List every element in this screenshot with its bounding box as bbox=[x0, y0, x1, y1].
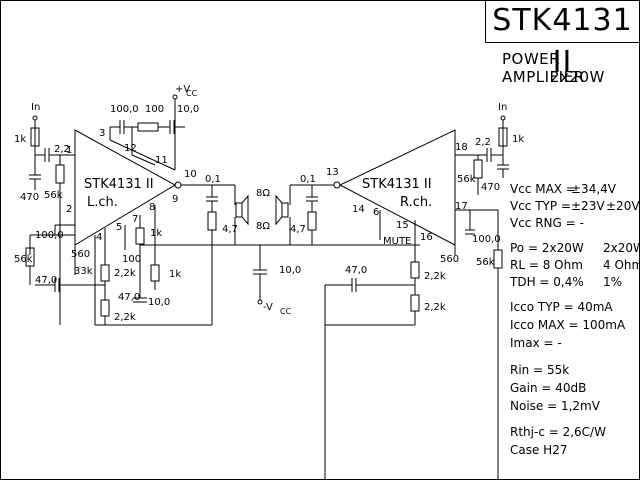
spec-tdh: TDH = 0,4% bbox=[510, 275, 584, 289]
left-47-cap2-label: 47,0 bbox=[118, 292, 140, 303]
left-100-label: 100 bbox=[122, 254, 141, 265]
spec-rl-alt: 4 Ohm bbox=[603, 258, 640, 272]
right-input-terminal bbox=[500, 115, 506, 121]
spec-rthj: Rthj-c = 2,6C/W bbox=[510, 425, 606, 439]
spec-vcc-max-label: Vcc MAX = bbox=[510, 182, 576, 196]
right-input-cap-label: 2,2 bbox=[475, 137, 491, 148]
pin-6: 6 bbox=[373, 207, 379, 218]
pin-2: 2 bbox=[66, 204, 72, 215]
pin-8: 8 bbox=[149, 202, 155, 213]
right-chip-name: STK4131 II bbox=[362, 177, 432, 192]
pin-3: 3 bbox=[99, 128, 105, 139]
pin-13: 13 bbox=[326, 167, 339, 178]
spec-icco-typ: Icco TYP = 40mA bbox=[510, 300, 613, 314]
left-input-resistor-label: 1k bbox=[14, 134, 26, 145]
spec-po-alt: 2x20W bbox=[603, 241, 640, 255]
pin-5: 5 bbox=[116, 222, 122, 233]
left-filter-cap-label: 470 bbox=[20, 192, 39, 203]
left-speaker-icon bbox=[235, 202, 243, 218]
spec-vcc-rng: Vcc RNG = - bbox=[510, 216, 584, 230]
right-fb-resistor-label: 56k bbox=[476, 257, 495, 268]
left-out-cap-label: 0,1 bbox=[205, 174, 221, 185]
right-560-label: 560 bbox=[440, 254, 459, 265]
spec-po: Po = 2x20W bbox=[510, 241, 584, 255]
left-input-label: In bbox=[31, 102, 40, 113]
pin-1: 1 bbox=[66, 145, 72, 156]
spec-tdh-alt: 1% bbox=[603, 275, 623, 289]
left-bias-resistor-label: 56k bbox=[44, 190, 63, 201]
right-speaker-label: 8Ω bbox=[256, 221, 270, 232]
right-input-label: In bbox=[498, 102, 507, 113]
right-out-cap-label: 0,1 bbox=[300, 174, 316, 185]
pin-10: 10 bbox=[184, 169, 197, 180]
top-cap2-label: 10,0 bbox=[177, 104, 199, 115]
pin-15: 15 bbox=[396, 220, 409, 231]
spec-vcc-max-value: ±34,4V bbox=[571, 182, 616, 196]
pin-16: 16 bbox=[420, 232, 433, 243]
top-resistor-label: 100 bbox=[145, 104, 164, 115]
pin-12: 12 bbox=[124, 143, 137, 154]
spec-gain: Gain = 40dB bbox=[510, 381, 587, 395]
spec-case: Case H27 bbox=[510, 443, 568, 457]
page-title: STK4131 II bbox=[485, 0, 639, 80]
right-chip-channel: R.ch. bbox=[400, 195, 432, 210]
neg-vcc-subscript: CC bbox=[280, 307, 292, 316]
power-line: 2x20W bbox=[550, 68, 605, 86]
mute-label: MUTE bbox=[383, 236, 411, 247]
vcc-subscript: CC bbox=[186, 89, 198, 98]
left-speaker-label: 8Ω bbox=[256, 188, 270, 199]
left-560-label: 560 bbox=[71, 249, 90, 260]
top-cap-label: 100,0 bbox=[110, 104, 139, 115]
right-2k2-b-label: 2,2k bbox=[424, 302, 446, 313]
left-amplifier-chip bbox=[74, 129, 200, 246]
spec-rin: Rin = 55k bbox=[510, 363, 570, 377]
vcc-label: +V bbox=[175, 84, 190, 95]
left-10-cap-label: 10,0 bbox=[148, 297, 170, 308]
left-input-terminal bbox=[32, 115, 38, 121]
left-33k-label: 33k bbox=[74, 266, 93, 277]
left-chip-name: STK4131 II bbox=[84, 177, 154, 192]
pin-9: 9 bbox=[172, 194, 178, 205]
left-2k2-b-label: 2,2k bbox=[114, 312, 136, 323]
left-input-cap-label: 2,2 bbox=[54, 144, 70, 155]
right-speaker-icon bbox=[281, 202, 289, 218]
pin-7: 7 bbox=[132, 214, 138, 225]
left-chip-channel: L.ch. bbox=[87, 195, 118, 210]
left-fb-resistor-label: 56k bbox=[14, 254, 33, 265]
left-input-resistor bbox=[30, 127, 40, 147]
pin-17: 17 bbox=[455, 201, 468, 212]
left-out-resistor-label: 4,7 bbox=[222, 224, 238, 235]
left-2k2-a-label: 2,2k bbox=[114, 268, 136, 279]
pin-4: 4 bbox=[96, 232, 102, 243]
spec-vcc-typ-value: ±23V bbox=[571, 199, 605, 213]
pin-14: 14 bbox=[352, 204, 365, 215]
neg-vcc-label: -V bbox=[263, 302, 273, 313]
left-fb-cap-label: 100,0 bbox=[35, 230, 64, 241]
left-1k-b-label: 1k bbox=[169, 269, 181, 280]
left-47-cap-label: 47,0 bbox=[35, 275, 57, 286]
right-2k2-a-label: 2,2k bbox=[424, 271, 446, 282]
pin-18: 18 bbox=[455, 142, 468, 153]
right-out-resistor-label: 4,7 bbox=[290, 224, 306, 235]
left-1k-label: 1k bbox=[150, 228, 162, 239]
right-bias-resistor-label: 56k bbox=[457, 174, 476, 185]
spec-imax: Imax = - bbox=[510, 336, 562, 350]
spec-vcc-typ-label: Vcc TYP = bbox=[510, 199, 571, 213]
spec-noise: Noise = 1,2mV bbox=[510, 399, 600, 413]
pin-11: 11 bbox=[155, 155, 168, 166]
spec-vcc-typ-alt: ±20V bbox=[606, 199, 640, 213]
right-fb-cap-label: 100,0 bbox=[472, 234, 501, 245]
vcc-cap-label: 10,0 bbox=[279, 265, 301, 276]
right-47-cap-label: 47,0 bbox=[345, 265, 367, 276]
spec-icco-max: Icco MAX = 100mA bbox=[510, 318, 626, 332]
spec-rl: RL = 8 Ohm bbox=[510, 258, 583, 272]
right-input-resistor-label: 1k bbox=[512, 134, 524, 145]
right-filter-cap-label: 470 bbox=[481, 182, 500, 193]
subtitle: POWER AMPLIFIER bbox=[502, 50, 585, 86]
